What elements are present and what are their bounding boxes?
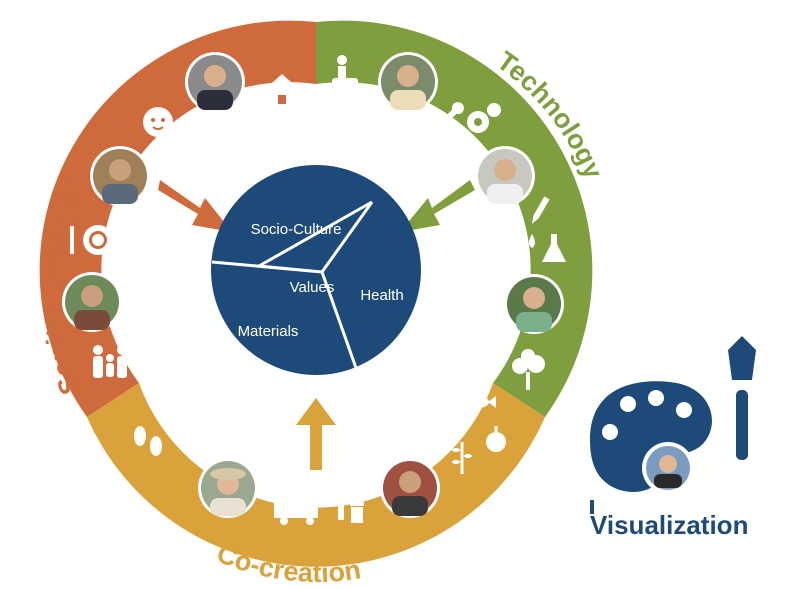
visualization-label: Visualization [590,510,748,540]
handshake-icon [270,550,290,560]
arrow-from-technology [400,180,475,232]
gears-icon [467,103,501,133]
flask-icon [542,234,566,262]
dropper-icon [532,196,550,224]
person-photo-8 [380,458,440,518]
baby-icon [143,107,173,137]
pie-center-values: Values [290,279,335,296]
ring-segment-sanitation-life [39,20,317,418]
person-photo-4 [475,146,535,206]
person-photo-1 [185,52,245,112]
pie-slice-health: Health [360,287,403,304]
house-icon [264,74,300,104]
grain-icon [452,442,472,474]
fish-icon [467,396,496,408]
person-photo-6 [504,274,564,334]
arrow-from-co-creation [296,398,336,470]
pie-slice-materials: Materials [238,323,299,340]
toilet-icon [332,55,358,96]
drops-icon [516,228,535,248]
pie-slice-socio-culture: Socio-Culture [251,221,342,238]
palette-icon [590,381,712,494]
center-pie [211,165,421,383]
wrench-icon [438,102,464,128]
trash-bin-icon [336,492,364,523]
ring-segment-co-creation [87,383,545,567]
person-photo-3 [90,146,150,206]
visualization-small-brush-icon [590,500,594,514]
ring-segment-technology [316,20,593,418]
hands-icon [176,134,192,148]
family-icon [93,345,127,378]
person-photo-2 [378,52,438,112]
arrow-from-sanitation [158,180,232,232]
outer-ring [39,20,593,567]
plate-cutlery-icon [70,225,126,255]
tree-icon [512,349,545,390]
truck-icon [274,498,318,525]
person-photo-7 [198,458,258,518]
vegetable-icon [486,426,506,452]
person-photo-5 [62,272,122,332]
footprints-icon [134,426,162,456]
paintbrush-icon [728,336,756,460]
